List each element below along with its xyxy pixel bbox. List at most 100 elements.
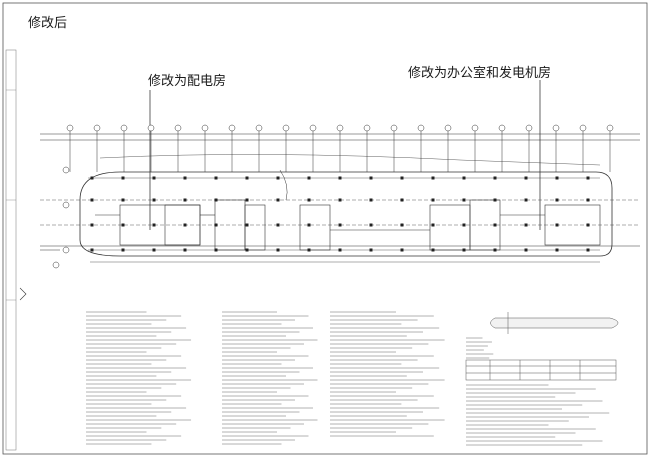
column [183,248,187,252]
axis-bubble [498,124,506,132]
column [338,198,342,202]
column [245,248,249,252]
notes-right [330,311,610,446]
column [214,176,218,180]
axis-bubble [417,124,425,132]
axis-bubble [201,124,209,132]
column [307,176,311,180]
column [524,223,528,227]
column [307,248,311,252]
column [431,198,435,202]
axis-bubble [390,124,398,132]
column [121,248,125,252]
axis-bubble [363,124,371,132]
column [369,198,373,202]
column [90,223,94,227]
column [183,198,187,202]
column [431,248,435,252]
axis-bubble [93,124,101,132]
column [493,198,497,202]
column [555,176,559,180]
title-strip [5,49,17,451]
column [121,198,125,202]
column [152,198,156,202]
leader-lines [149,80,541,230]
column [400,248,404,252]
column [338,248,342,252]
column [493,176,497,180]
column [400,198,404,202]
column [555,248,559,252]
axis-bubble [147,124,155,132]
axis-bubble [525,124,533,132]
interior-walls [95,199,601,251]
column [183,223,187,227]
column [586,198,590,202]
column [214,198,218,202]
axis-bubbles-top [66,124,614,172]
column [121,223,125,227]
column [307,198,311,202]
column [586,176,590,180]
column [152,223,156,227]
column [214,248,218,252]
column [276,223,280,227]
notes-left [86,311,192,445]
column [152,176,156,180]
column [400,176,404,180]
annotation-office-generator-room: 修改为办公室和发电机房 [408,66,552,81]
column [524,198,528,202]
column [90,176,94,180]
column [276,176,280,180]
schedule-table [465,359,617,381]
axis-bubble [444,124,452,132]
axis-bubble [66,124,74,132]
axis-bubble [336,124,344,132]
column [245,176,249,180]
column [245,198,249,202]
axis-bubble [228,124,236,132]
column [400,223,404,227]
column [214,223,218,227]
column [524,248,528,252]
column [369,248,373,252]
axis-bubble [309,124,317,132]
columns [90,176,590,252]
column [555,198,559,202]
column [586,248,590,252]
axis-bubble [120,124,128,132]
level-marker [19,287,27,301]
axis-bubble [552,124,560,132]
column [90,248,94,252]
column [369,223,373,227]
column [276,198,280,202]
notes-mid [222,311,318,445]
column [555,223,559,227]
column [369,176,373,180]
column [245,223,249,227]
column [462,176,466,180]
column [307,223,311,227]
column [524,176,528,180]
axis-bubble [282,124,290,132]
axis-bubble [579,124,587,132]
axis-bubbles-left [40,166,70,269]
annotation-after-modification: 修改后 [28,16,68,31]
column [90,198,94,202]
column [338,223,342,227]
axis-bubble [606,124,614,132]
column [493,248,497,252]
column [183,176,187,180]
axis-bubble [471,124,479,132]
annotation-electrical-room: 修改为配电房 [148,74,227,89]
column [276,248,280,252]
site-inset [490,312,619,334]
axis-bubble [174,124,182,132]
column [462,223,466,227]
column [121,176,125,180]
column [586,223,590,227]
axis-bubble [255,124,263,132]
column [462,198,466,202]
column [338,176,342,180]
